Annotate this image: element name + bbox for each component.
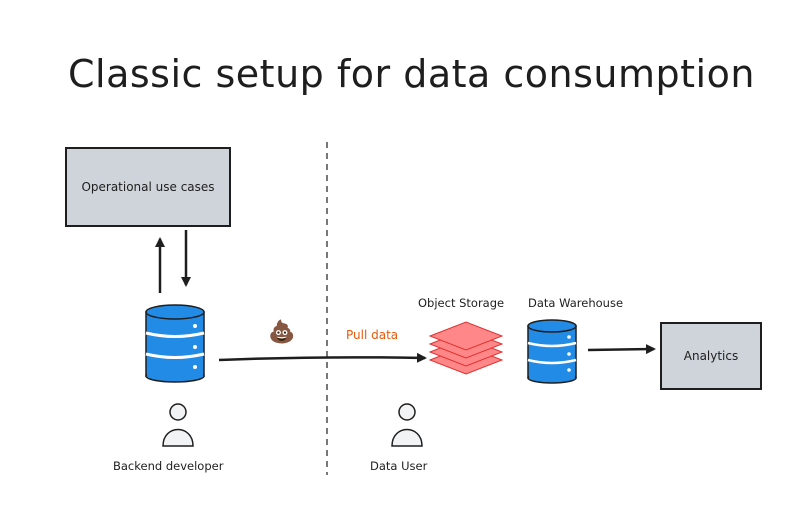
data-user-person-icon bbox=[391, 403, 423, 447]
pull-data-arrow bbox=[218, 352, 427, 363]
poop-icon: 💩 bbox=[268, 320, 296, 345]
object-storage-icon bbox=[428, 321, 504, 375]
operational-use-cases-label: Operational use cases bbox=[81, 180, 215, 194]
analytics-box: Analytics bbox=[660, 322, 762, 390]
data-warehouse-icon bbox=[527, 319, 577, 384]
pull-data-label: Pull data bbox=[346, 328, 399, 342]
arrow-to-analytics bbox=[587, 344, 656, 355]
diagram-title: Classic setup for data consumption bbox=[68, 52, 755, 96]
backend-database-icon bbox=[145, 304, 205, 383]
object-storage-label: Object Storage bbox=[418, 296, 505, 310]
backend-developer-label: Backend developer bbox=[113, 459, 224, 473]
operational-use-cases-box: Operational use cases bbox=[65, 147, 231, 227]
data-user-label: Data User bbox=[370, 459, 428, 473]
analytics-label: Analytics bbox=[683, 349, 739, 363]
backend-developer-person-icon bbox=[162, 403, 194, 447]
data-warehouse-label: Data Warehouse bbox=[528, 296, 624, 310]
